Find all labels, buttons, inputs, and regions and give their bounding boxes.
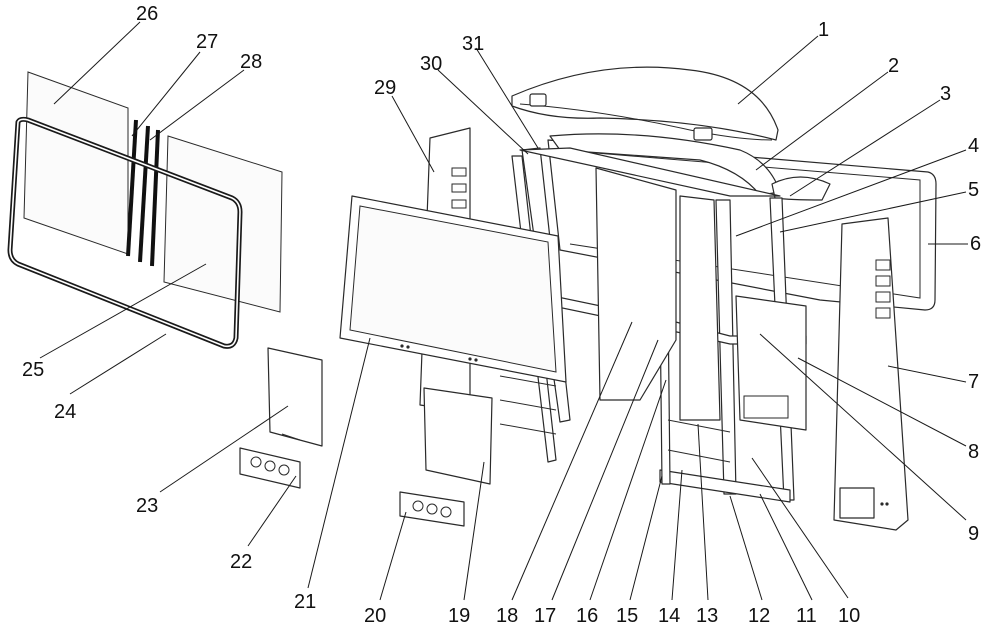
part-label-27: 27	[196, 31, 218, 53]
part-label-14: 14	[658, 605, 680, 627]
part-label-6: 6	[970, 233, 981, 255]
part-label-12: 12	[748, 605, 770, 627]
part-label-8: 8	[968, 441, 979, 463]
vent-grille-20	[399, 491, 465, 527]
leader-lines	[39, 21, 968, 601]
lower-front-panel	[423, 387, 493, 485]
part-label-10: 10	[838, 605, 860, 627]
part-label-3: 3	[940, 83, 951, 105]
part-label-5: 5	[968, 179, 979, 201]
part-label-30: 30	[420, 53, 442, 75]
part-label-22: 22	[230, 551, 252, 573]
seal-strips	[126, 119, 160, 267]
part-label-11: 11	[796, 605, 817, 627]
part-label-23: 23	[136, 495, 158, 517]
side-pillar-right	[833, 217, 909, 531]
part-label-4: 4	[968, 135, 979, 157]
windshield-seal	[7, 116, 243, 349]
part-label-2: 2	[888, 55, 899, 77]
vent-grille-22	[239, 447, 301, 489]
part-label-13: 13	[696, 605, 718, 627]
part-label-19: 19	[448, 605, 470, 627]
part-label-24: 24	[54, 401, 76, 423]
side-panel-23	[267, 347, 323, 447]
part-label-28: 28	[240, 51, 262, 73]
part-label-7: 7	[968, 371, 979, 393]
part-label-21: 21	[294, 591, 316, 613]
part-label-26: 26	[136, 3, 158, 25]
roof-cover	[511, 66, 779, 141]
part-label-16: 16	[576, 605, 598, 627]
glass-panes	[23, 71, 283, 313]
part-label-31: 31	[462, 33, 484, 55]
part-label-20: 20	[364, 605, 386, 627]
part-label-25: 25	[22, 359, 44, 381]
part-label-17: 17	[534, 605, 556, 627]
part-label-9: 9	[968, 523, 979, 545]
front-window-frame	[339, 195, 567, 383]
part-labels: 1 2 3 4 5 6 7 8 9 10 11 12 13 14 15 16 1…	[22, 3, 981, 627]
part-label-1: 1	[818, 19, 829, 41]
part-label-29: 29	[374, 77, 396, 99]
part-label-18: 18	[496, 605, 518, 627]
part-label-15: 15	[616, 605, 638, 627]
